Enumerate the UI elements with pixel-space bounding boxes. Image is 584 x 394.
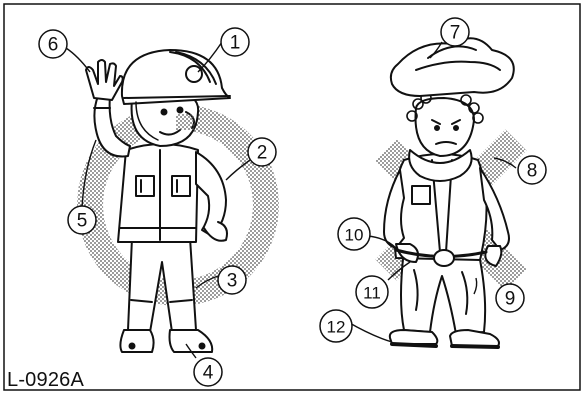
callout-11: 11 xyxy=(356,276,388,308)
figure-caption: L-0926A xyxy=(7,369,84,392)
callout-6: 6 xyxy=(39,30,67,58)
callout-label: 10 xyxy=(345,226,364,245)
callout-7: 7 xyxy=(441,18,469,46)
callout-2: 2 xyxy=(248,138,276,166)
callout-3: 3 xyxy=(218,266,246,294)
callout-label: 1 xyxy=(230,33,241,54)
callout-label: 7 xyxy=(450,23,461,44)
callout-10: 10 xyxy=(338,218,370,250)
callout-label: 5 xyxy=(77,211,88,232)
callout-8: 8 xyxy=(518,156,546,184)
callout-label: 3 xyxy=(227,271,238,292)
callout-5: 5 xyxy=(68,206,96,234)
safety-boots xyxy=(120,330,153,352)
callout-label: 2 xyxy=(257,143,268,164)
callout-label: 6 xyxy=(48,35,59,56)
callout-label: 8 xyxy=(527,161,538,182)
callout-label: 12 xyxy=(327,318,346,337)
callout-label: 4 xyxy=(203,363,214,384)
callout-4: 4 xyxy=(194,358,222,386)
callout-1: 1 xyxy=(221,28,249,56)
callout-label: 11 xyxy=(363,284,381,303)
callout-label: 9 xyxy=(505,289,516,310)
correct-worker-figure xyxy=(86,50,266,352)
sandals xyxy=(390,330,438,344)
safety-glove xyxy=(86,60,123,100)
callout-12: 12 xyxy=(320,310,352,342)
callout-9: 9 xyxy=(496,284,524,312)
